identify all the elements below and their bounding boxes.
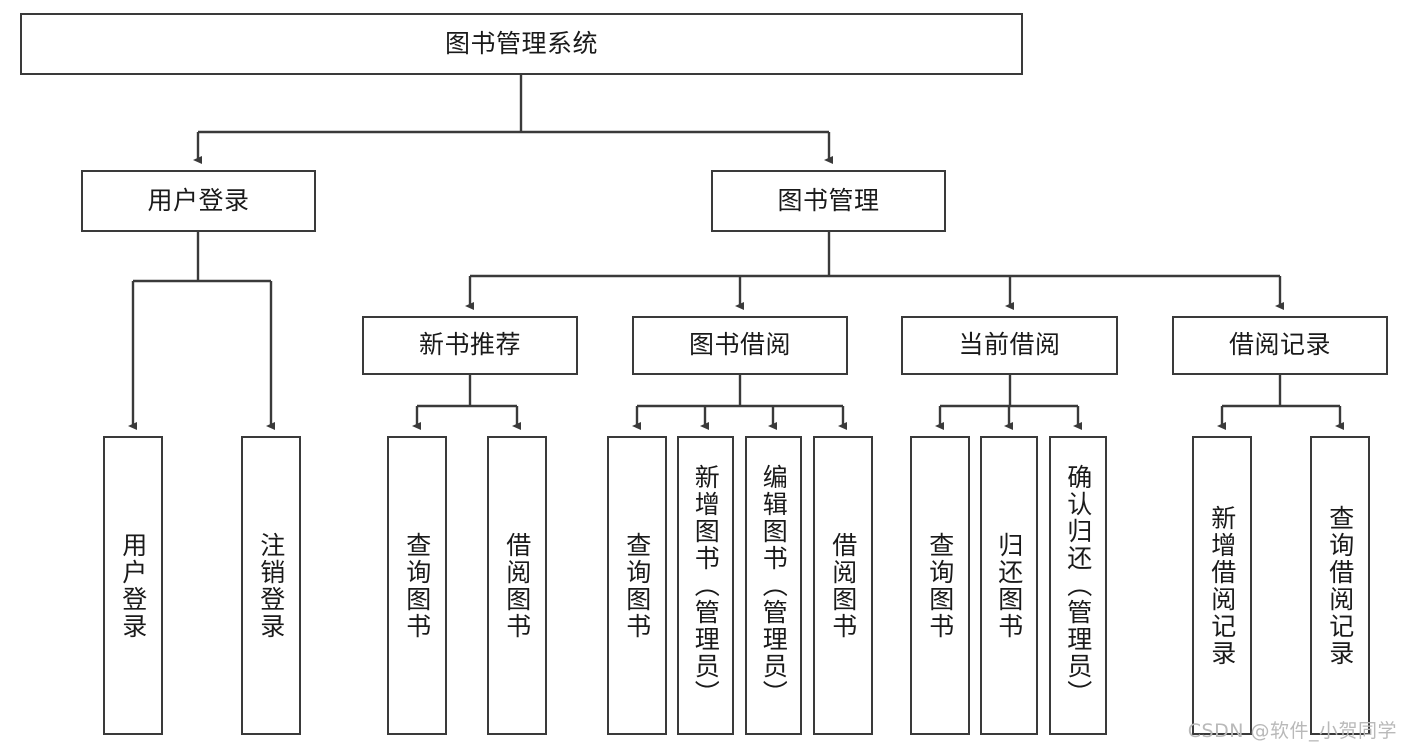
node-label: 确认归还（管理员） [1063, 464, 1093, 707]
node-new-book-recommend[interactable]: 新书推荐 [362, 316, 578, 375]
node-label: 图书管理 [777, 185, 880, 215]
node-label: 用户登录 [118, 531, 148, 640]
watermark: CSDN @软件_小贺同学 [1187, 720, 1397, 742]
leaf-user-login-login[interactable]: 用户登录 [103, 436, 163, 735]
node-label: 图书借阅 [688, 330, 791, 360]
node-current-borrow[interactable]: 当前借阅 [901, 316, 1118, 375]
node-label: 借阅图书 [502, 531, 532, 640]
leaf-recommend-query-book[interactable]: 查询图书 [387, 436, 447, 735]
node-label: 借阅图书 [828, 531, 858, 640]
node-user-login[interactable]: 用户登录 [81, 170, 316, 232]
node-label: 查询图书 [622, 531, 652, 640]
node-label: 注销登录 [256, 531, 286, 640]
node-label: 编辑图书（管理员） [759, 464, 789, 707]
node-label: 查询图书 [402, 531, 432, 640]
leaf-borrow-add-book-admin[interactable]: 新增图书（管理员） [677, 436, 734, 735]
leaf-current-query-book[interactable]: 查询图书 [910, 436, 970, 735]
leaf-borrow-query-book[interactable]: 查询图书 [607, 436, 667, 735]
node-label: 新书推荐 [418, 330, 521, 360]
leaf-borrow-borrow-book[interactable]: 借阅图书 [813, 436, 873, 735]
node-label: 新增图书（管理员） [691, 464, 721, 707]
node-label: 查询借阅记录 [1325, 504, 1355, 667]
node-label: 归还图书 [994, 531, 1024, 640]
leaf-current-return-book[interactable]: 归还图书 [980, 436, 1038, 735]
node-label: 借阅记录 [1228, 330, 1331, 360]
node-label: 新增借阅记录 [1207, 504, 1237, 667]
node-book-borrow[interactable]: 图书借阅 [632, 316, 848, 375]
node-label: 图书管理系统 [444, 28, 598, 58]
leaf-borrow-edit-book-admin[interactable]: 编辑图书（管理员） [745, 436, 802, 735]
leaf-record-query-record[interactable]: 查询借阅记录 [1310, 436, 1370, 735]
node-label: 当前借阅 [958, 330, 1061, 360]
node-borrow-record[interactable]: 借阅记录 [1172, 316, 1388, 375]
leaf-current-confirm-return-admin[interactable]: 确认归还（管理员） [1049, 436, 1107, 735]
node-label: 用户登录 [147, 185, 250, 215]
leaf-recommend-borrow-book[interactable]: 借阅图书 [487, 436, 547, 735]
node-book-management[interactable]: 图书管理 [711, 170, 946, 232]
node-label: 查询图书 [925, 531, 955, 640]
leaf-user-login-logout[interactable]: 注销登录 [241, 436, 301, 735]
leaf-record-add-record[interactable]: 新增借阅记录 [1192, 436, 1252, 735]
node-root-system[interactable]: 图书管理系统 [20, 13, 1023, 75]
